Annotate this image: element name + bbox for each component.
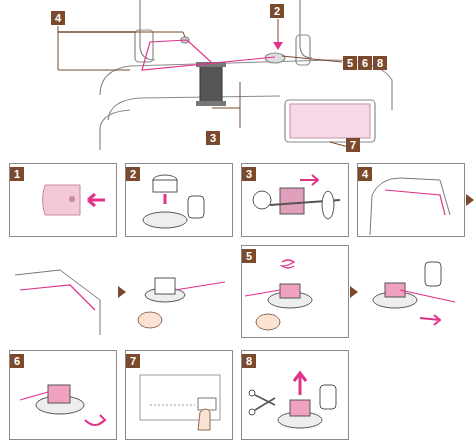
callout-number: 6 [358, 56, 372, 70]
callout-number: 2 [270, 4, 284, 18]
callout-number: 5 [343, 56, 357, 70]
step-number: 8 [242, 354, 256, 368]
callout-number: 4 [51, 11, 65, 25]
step-number: 2 [126, 167, 140, 181]
step-panel: 3 [241, 163, 349, 237]
step-number: 3 [242, 167, 256, 181]
step-number: 4 [358, 167, 372, 181]
step-panel: 5 [241, 245, 349, 338]
step-panel: 1 [9, 163, 117, 237]
step-number: 5 [242, 249, 256, 263]
step-panel: 7 [125, 350, 233, 440]
step-panel: 8 [241, 350, 349, 440]
step-number: 7 [126, 354, 140, 368]
step-number: 6 [10, 354, 24, 368]
step-panel: 6 [9, 350, 117, 440]
callout-number: 8 [373, 56, 387, 70]
step-panel: 2 [125, 163, 233, 237]
step-number: 1 [10, 167, 24, 181]
callout-number: 3 [206, 131, 220, 145]
step-panel: 4 [357, 163, 465, 237]
callout-number: 7 [346, 138, 360, 152]
